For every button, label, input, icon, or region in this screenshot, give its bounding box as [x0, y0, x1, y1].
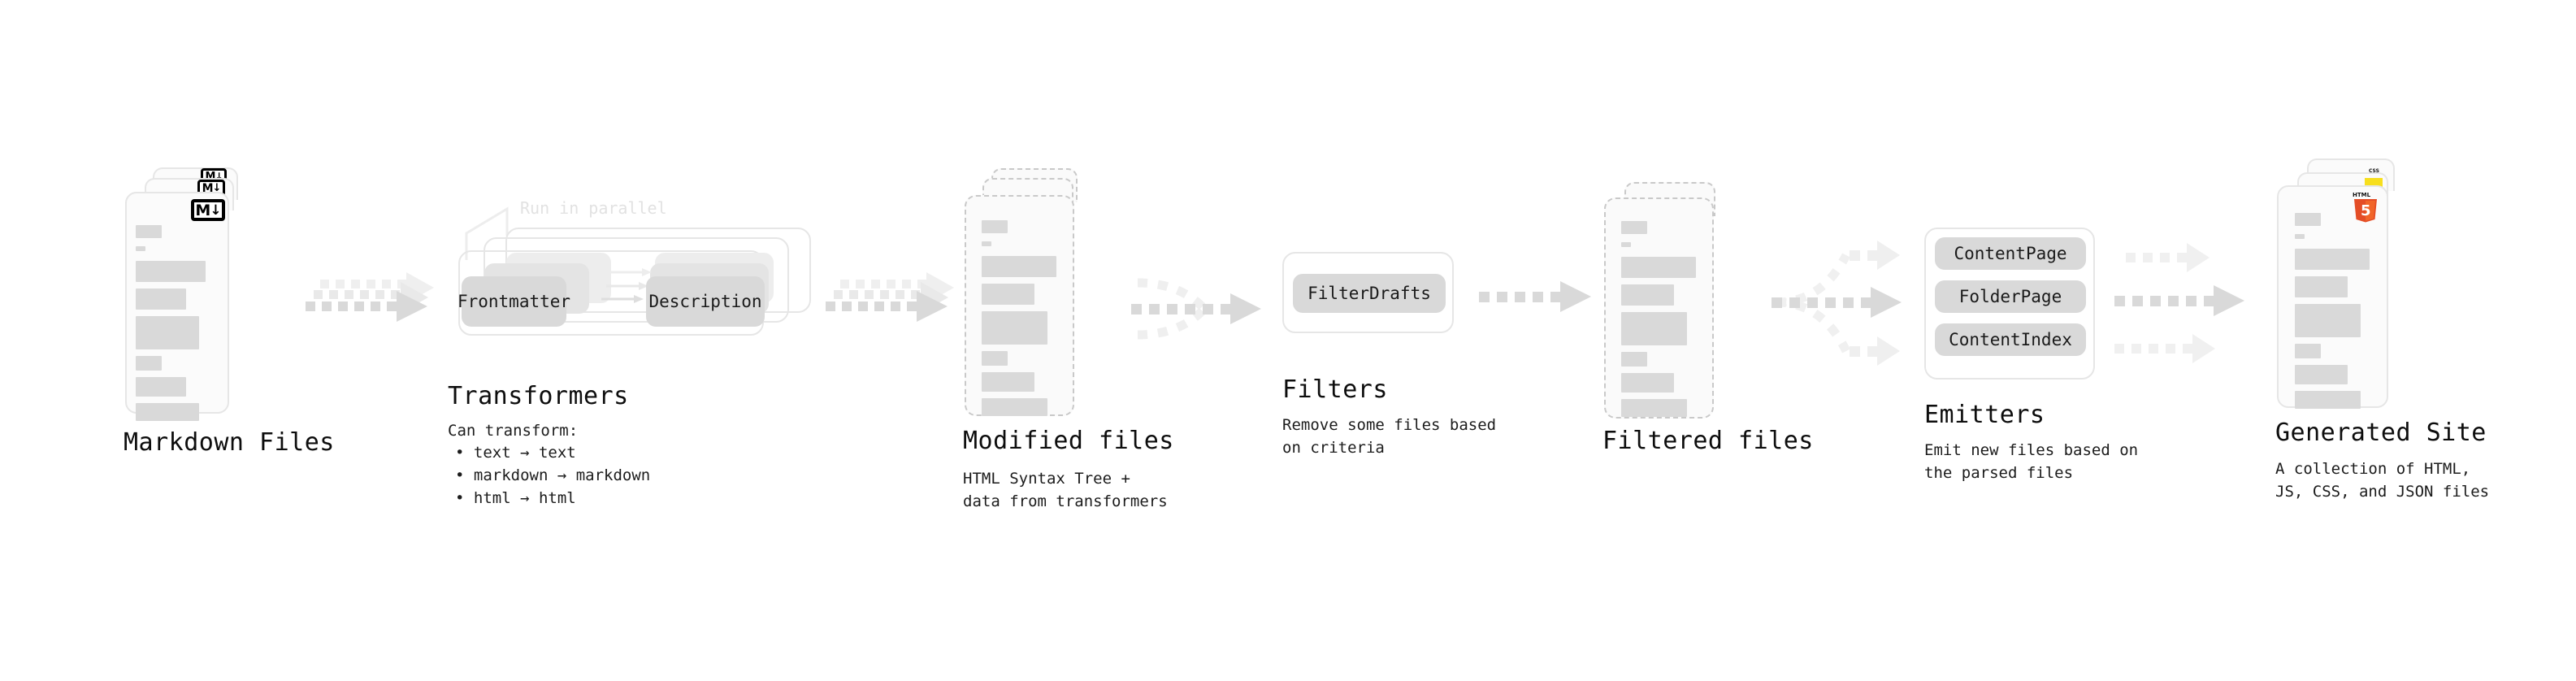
content-bar [1621, 284, 1674, 306]
connector-filters-to-filtered [1479, 281, 1591, 312]
modified-files-title: Modified files [963, 427, 1174, 455]
filters-subtitle: Remove some files based on criteria [1282, 416, 1497, 457]
transformers-bullet-item: • markdown → markdown [455, 466, 651, 484]
emitter-node-contentindex[interactable]: ContentIndex [1935, 323, 2086, 356]
content-bar [2295, 365, 2348, 384]
content-bar [2295, 213, 2321, 226]
connector-modified-to-filters [1131, 278, 1261, 340]
html5-icon: HTML 5 [2353, 192, 2377, 223]
content-bar [136, 246, 145, 251]
content-bar [1621, 373, 1674, 393]
css-icon-label: CSS [2369, 168, 2379, 174]
content-bar [1621, 242, 1631, 247]
transformer-node-description[interactable]: Description [646, 276, 765, 327]
transformer-node-frontmatter-label: Frontmatter [457, 292, 571, 311]
content-bar [2295, 304, 2361, 337]
content-bar [2295, 276, 2348, 297]
content-bar [982, 241, 991, 246]
connector-transformers-to-modified [826, 272, 954, 322]
content-bar [2295, 391, 2361, 409]
content-bar [136, 316, 199, 349]
content-bar [982, 284, 1034, 305]
markdown-icon: M↓ [191, 199, 225, 221]
connector-filtered-to-emitters [1772, 241, 1902, 366]
connector-emitters-to-site [2114, 243, 2244, 363]
transformer-node-description-label: Description [648, 292, 762, 311]
generated-site-title: Generated Site [2275, 419, 2487, 447]
content-bar [1621, 312, 1687, 345]
content-bar [136, 288, 186, 310]
content-bar [2295, 234, 2305, 239]
content-bar [1621, 399, 1687, 417]
content-bar [982, 256, 1056, 277]
content-bar [136, 225, 162, 238]
emitter-node-folderpage[interactable]: FolderPage [1935, 280, 2086, 313]
html5-icon-wordmark: HTML [2353, 192, 2371, 198]
connector-md-to-transformers [306, 272, 434, 322]
transformers-subtitle: Can transform: [448, 422, 579, 440]
emitters-box [1924, 228, 2095, 380]
filtered-files-title: Filtered files [1602, 427, 1814, 455]
content-bar [1621, 352, 1647, 367]
content-bar [982, 351, 1008, 366]
emitters-title: Emitters [1924, 401, 2045, 429]
transformers-title: Transformers [448, 382, 629, 410]
content-bar [982, 311, 1047, 345]
run-in-parallel-bracket [465, 206, 509, 260]
run-in-parallel-label: Run in parallel [520, 198, 667, 218]
filtered-file-content [1621, 221, 1711, 425]
filter-node-filterdrafts[interactable]: FilterDrafts [1293, 274, 1446, 313]
content-bar [982, 220, 1008, 233]
content-bar [1621, 221, 1647, 234]
emitter-node-contentindex-label: ContentIndex [1949, 330, 2072, 349]
transformers-bullet-item: • html → html [455, 489, 576, 507]
content-bar [136, 261, 206, 282]
emitter-node-contentpage[interactable]: ContentPage [1935, 237, 2086, 270]
modified-file-content [982, 220, 1071, 424]
markdown-file-content [136, 225, 220, 429]
modified-files-subtitle: HTML Syntax Tree + data from transformer… [963, 470, 1168, 510]
transformers-bullet-item: • text → text [455, 444, 576, 462]
markdown-icon-letter-back1: M [202, 181, 214, 195]
markdown-icon-letter: M [195, 201, 210, 219]
transformers-inner-arrows [601, 268, 652, 303]
filters-box [1282, 252, 1454, 333]
content-bar [136, 403, 199, 421]
content-bar [982, 372, 1034, 392]
emitter-node-folderpage-label: FolderPage [1958, 287, 2062, 306]
filter-node-filterdrafts-label: FilterDrafts [1308, 284, 1431, 303]
generated-site-content [2295, 213, 2384, 417]
content-bar [2295, 249, 2370, 270]
filters-title: Filters [1282, 375, 1388, 404]
content-bar [1621, 257, 1696, 278]
content-bar [2295, 344, 2321, 358]
generated-site-subtitle: A collection of HTML, JS, CSS, and JSON … [2275, 460, 2490, 501]
content-bar [136, 377, 186, 397]
content-bar [982, 398, 1047, 416]
transformer-node-frontmatter[interactable]: Frontmatter [458, 276, 570, 327]
markdown-files-title: Markdown Files [124, 428, 335, 457]
emitter-node-contentpage-label: ContentPage [1954, 244, 2067, 263]
html5-icon-number: 5 [2361, 202, 2371, 219]
transformers-bullet-list: • text → text • markdown → markdown • ht… [455, 441, 650, 510]
emitters-subtitle: Emit new files based on the parsed files [1924, 441, 2139, 482]
content-bar [136, 356, 162, 371]
